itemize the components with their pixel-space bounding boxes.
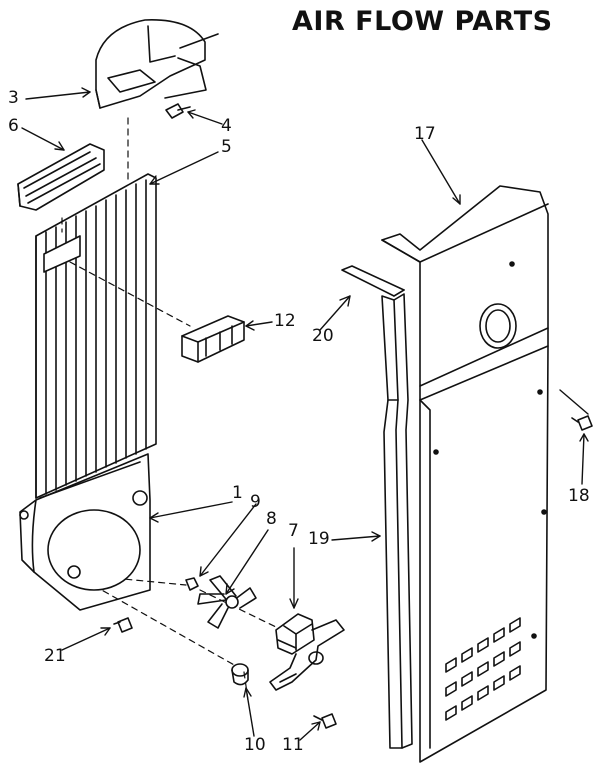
screw-part-21 <box>113 617 133 633</box>
callout-1: 1 <box>232 483 243 503</box>
vent-slots <box>445 617 521 721</box>
fan-motor-part-7 <box>269 613 345 691</box>
screw-part-4 <box>165 103 191 119</box>
air-duct-part-3 <box>95 19 219 109</box>
grille-part-6 <box>17 143 105 211</box>
callout-21: 21 <box>44 646 66 666</box>
callout-9: 9 <box>250 492 261 512</box>
fan-shroud-part-1 <box>19 453 151 611</box>
callout-19: 19 <box>308 529 330 549</box>
callout-20: 20 <box>312 326 334 346</box>
diagram-title: AIR FLOW PARTS <box>292 6 553 37</box>
screw-part-18 <box>571 415 593 431</box>
callout-12: 12 <box>274 311 296 331</box>
assembly-lines <box>61 117 279 701</box>
callout-7: 7 <box>288 521 299 541</box>
callout-8: 8 <box>266 509 277 529</box>
callout-3: 3 <box>8 88 19 108</box>
seal-strip-part-20 <box>341 265 405 297</box>
screw-part-11 <box>313 713 337 729</box>
callout-leaders <box>21 87 589 741</box>
callout-6: 6 <box>8 116 19 136</box>
rear-duct-panel-part-17 <box>381 185 549 763</box>
callout-18: 18 <box>568 486 590 506</box>
baffle-part-19 <box>381 293 413 749</box>
clip-part-12 <box>181 315 245 363</box>
callout-5: 5 <box>221 137 232 157</box>
callout-17: 17 <box>414 124 436 144</box>
fan-blade-part-8 <box>197 575 257 629</box>
callout-10: 10 <box>244 735 266 755</box>
callout-11: 11 <box>282 735 304 755</box>
nut-part-9 <box>185 577 199 591</box>
grommet-part-10 <box>231 663 249 686</box>
callout-4: 4 <box>221 116 232 136</box>
evaporator-cover-part-5 <box>35 173 157 499</box>
